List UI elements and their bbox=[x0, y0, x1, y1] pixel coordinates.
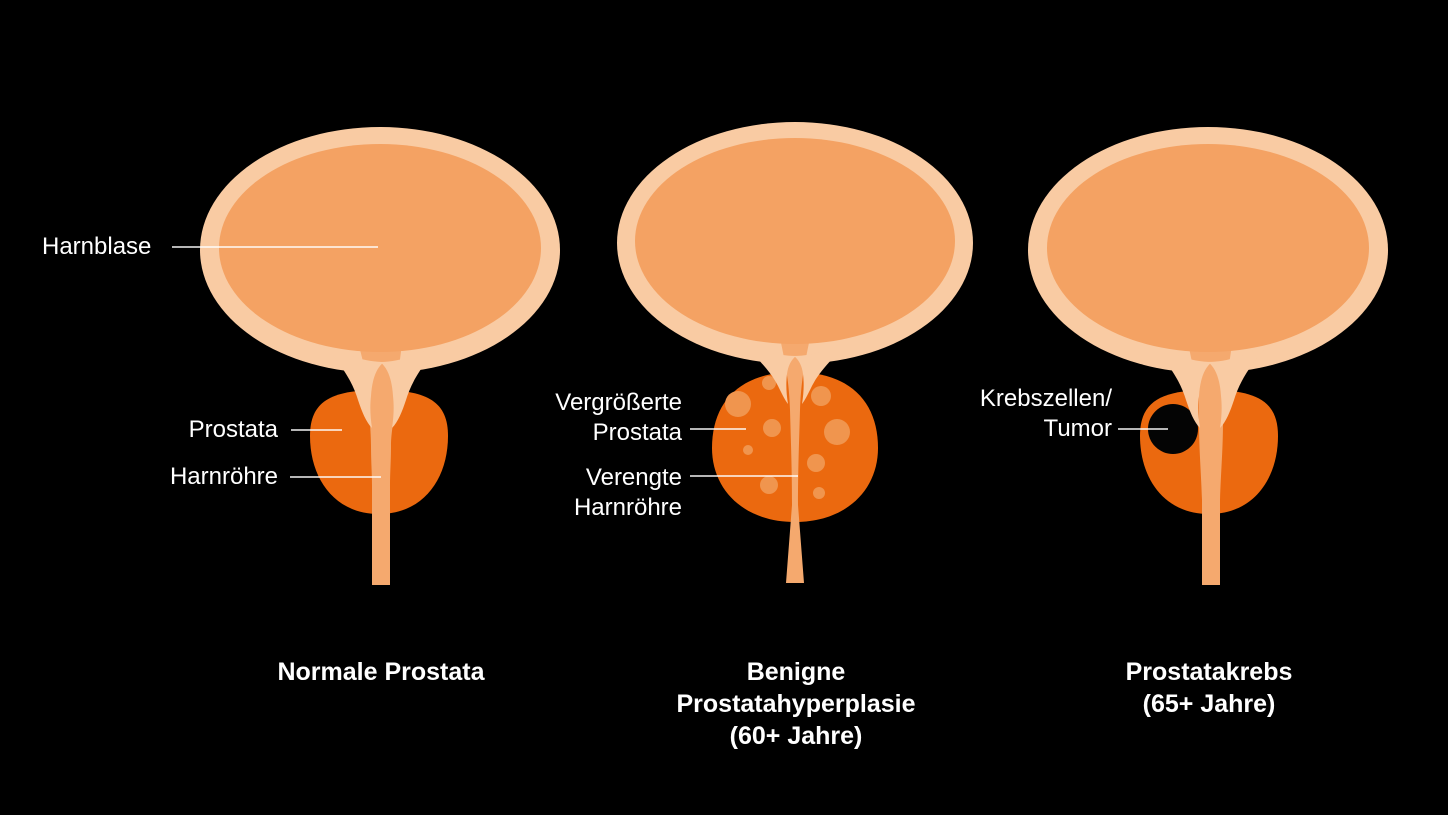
bladder-neck-wall-right bbox=[380, 336, 448, 428]
bladder-neck-wall-left bbox=[1144, 336, 1212, 428]
bph-nodule bbox=[824, 419, 850, 445]
bph-nodule bbox=[762, 376, 776, 390]
urethra-tube bbox=[358, 342, 402, 585]
bladder-neck-wall-right bbox=[794, 330, 862, 404]
bph-nodule bbox=[743, 445, 753, 455]
label-harnroehre: Harnröhre bbox=[169, 463, 278, 490]
caption-line: Prostatahyperplasie bbox=[676, 690, 916, 718]
leader-lines bbox=[172, 246, 1168, 478]
label-vergroesserte-prostata: Vergrößerte Prostata bbox=[432, 388, 682, 448]
label-verengte-harnroehre: Verengte Harnröhre bbox=[432, 463, 682, 523]
bladder-inner bbox=[1047, 144, 1369, 352]
label-line: Prostata bbox=[592, 419, 682, 446]
label-line: Harnröhre bbox=[573, 494, 682, 521]
caption-line: Prostatakrebs bbox=[1125, 658, 1293, 686]
label-line: Vergrößerte bbox=[555, 389, 682, 416]
label-line: Krebszellen/ bbox=[979, 385, 1112, 412]
bph-nodule bbox=[807, 454, 825, 472]
caption-line: (65+ Jahre) bbox=[1142, 690, 1276, 718]
bph-nodule bbox=[813, 487, 825, 499]
bph-nodule bbox=[725, 391, 751, 417]
figure-bph bbox=[617, 122, 973, 583]
label-prostata: Prostata bbox=[188, 416, 278, 443]
bladder-inner bbox=[219, 144, 541, 352]
figure-normal-prostate bbox=[200, 127, 560, 585]
caption-line: Benigne bbox=[746, 658, 846, 686]
urethra-tube bbox=[1188, 342, 1232, 585]
label-line: Tumor bbox=[1043, 415, 1112, 442]
bladder-inner bbox=[635, 138, 955, 344]
label-harnblase: Harnblase bbox=[42, 233, 152, 260]
narrowed-urethra-tube bbox=[780, 338, 810, 583]
label-krebszellen-tumor: Krebszellen/ Tumor bbox=[862, 384, 1112, 444]
bph-nodule bbox=[760, 476, 778, 494]
tumor-circle bbox=[1148, 404, 1198, 454]
bph-nodule bbox=[763, 419, 781, 437]
caption-line: Normale Prostata bbox=[277, 658, 485, 686]
caption-normale-prostata: Normale Prostata bbox=[181, 656, 581, 688]
figure-prostate-cancer bbox=[1028, 127, 1388, 585]
bladder-neck-wall-right bbox=[1208, 336, 1276, 428]
label-line: Verengte bbox=[585, 464, 682, 491]
caption-prostatakrebs: Prostatakrebs (65+ Jahre) bbox=[1009, 656, 1409, 720]
bladder-neck-wall-left bbox=[728, 330, 796, 404]
caption-benigne-prostatahyperplasie: Benigne Prostatahyperplasie (60+ Jahre) bbox=[596, 656, 996, 752]
bph-nodule bbox=[811, 386, 831, 406]
bladder-neck-wall-left bbox=[316, 336, 384, 428]
caption-line: (60+ Jahre) bbox=[729, 722, 863, 750]
